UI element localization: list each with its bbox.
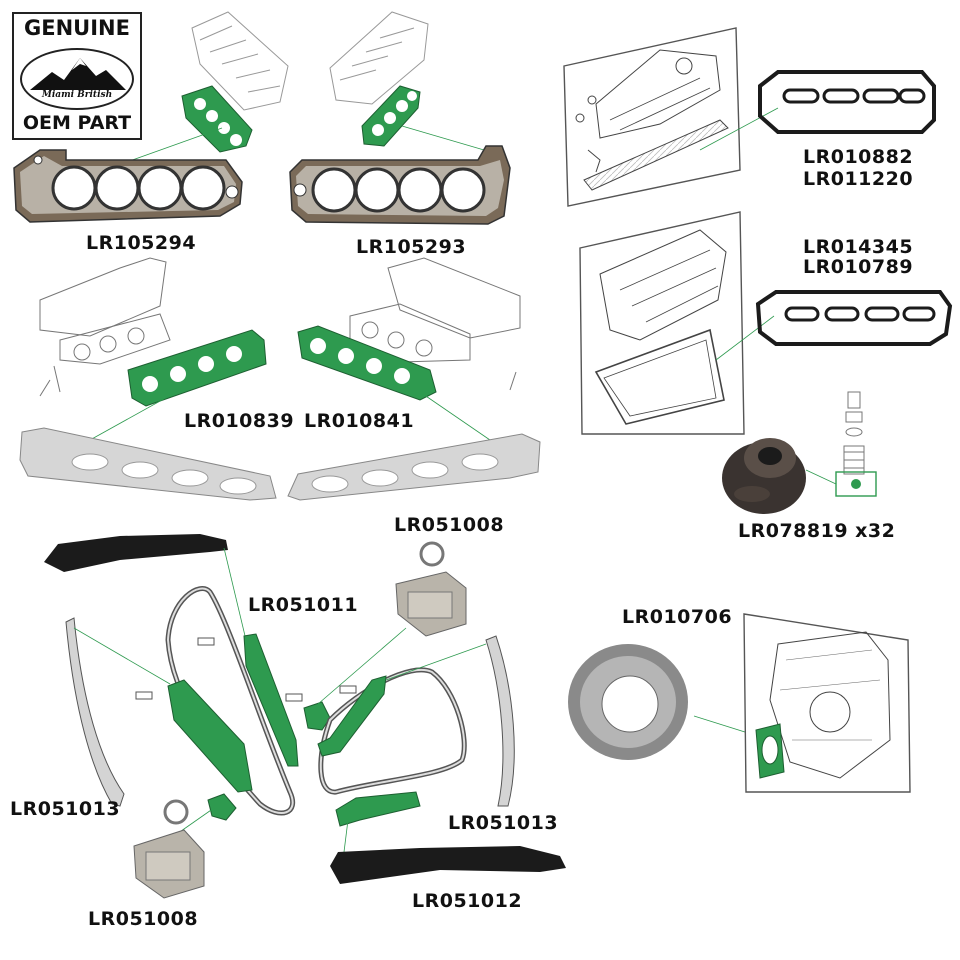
head-gasket-right-photo — [289, 145, 511, 225]
label-valve-cover-a2: LR011220 — [803, 168, 914, 190]
tensioner-bottom-photo — [133, 799, 205, 899]
cylinder-head-right-outline — [329, 11, 429, 105]
exhaust-gasket-right-photo — [287, 433, 541, 501]
label-head-gasket-right: LR105293 — [356, 236, 467, 258]
chain-guide-right-green — [317, 675, 387, 757]
head-gasket-right-highlight — [361, 85, 421, 147]
exhaust-gasket-right-highlight — [297, 325, 437, 401]
exhaust-heatshield-right-outline — [349, 257, 521, 391]
valve-stem-seal-photo — [722, 438, 806, 514]
valve-cover-gasket-b-photo — [755, 290, 953, 346]
brand-name: Miami British — [41, 90, 113, 100]
exhaust-heatshield-left-outline — [39, 257, 171, 397]
chain-guide-right — [485, 635, 515, 807]
chain-guide-left-green — [167, 679, 253, 793]
label-tensioner-top: LR051008 — [394, 514, 505, 536]
badge-genuine-text: GENUINE — [24, 16, 130, 40]
label-valve-cover-b2: LR010789 — [803, 256, 914, 278]
label-guide-right: LR051013 — [448, 812, 559, 834]
chain-guide-upper-green — [243, 633, 299, 767]
label-guide-left: LR051013 — [10, 798, 121, 820]
badge-oem-text: OEM PART — [22, 112, 132, 134]
label-crank-seal: LR010706 — [622, 606, 733, 628]
label-guide-upper-center: LR051011 — [248, 594, 359, 616]
valve-spring-stack-outline — [843, 391, 865, 475]
mountain-logo-icon — [30, 58, 126, 90]
front-cover-frame — [743, 613, 911, 793]
label-valve-cover-a1: LR010882 — [803, 146, 914, 168]
brand-logo: Miami British — [20, 48, 134, 110]
exhaust-gasket-left-photo — [19, 427, 277, 501]
label-exhaust-gasket-right: LR010841 — [304, 410, 415, 432]
head-gasket-left-highlight — [181, 85, 253, 153]
label-valve-cover-b1: LR014345 — [803, 236, 914, 258]
tensioner-top-photo — [395, 541, 467, 637]
label-exhaust-gasket-left: LR010839 — [184, 410, 295, 432]
valve-cover-gasket-a-photo — [758, 70, 936, 134]
chain-guide-bottom-black — [330, 846, 566, 884]
valve-cover-frame-a — [563, 27, 741, 207]
tensioner-small-green-lower — [207, 793, 237, 821]
crank-seal-photo — [568, 644, 688, 760]
label-guide-bottom: LR051012 — [412, 890, 523, 912]
exhaust-gasket-left-highlight — [127, 329, 267, 407]
label-head-gasket-left: LR105294 — [86, 232, 197, 254]
chain-guide-lower-green — [335, 791, 421, 827]
cylinder-head-left-outline — [191, 11, 289, 111]
label-tensioner-bottom: LR051008 — [88, 908, 199, 930]
chain-guide-left — [65, 617, 125, 807]
head-gasket-left-photo — [13, 149, 243, 223]
label-valve-seal: LR078819 x32 — [738, 520, 896, 542]
chain-guide-top-black — [44, 534, 228, 572]
valve-cover-frame-b — [579, 211, 745, 435]
genuine-oem-badge: GENUINE Miami British OEM PART — [12, 12, 142, 140]
